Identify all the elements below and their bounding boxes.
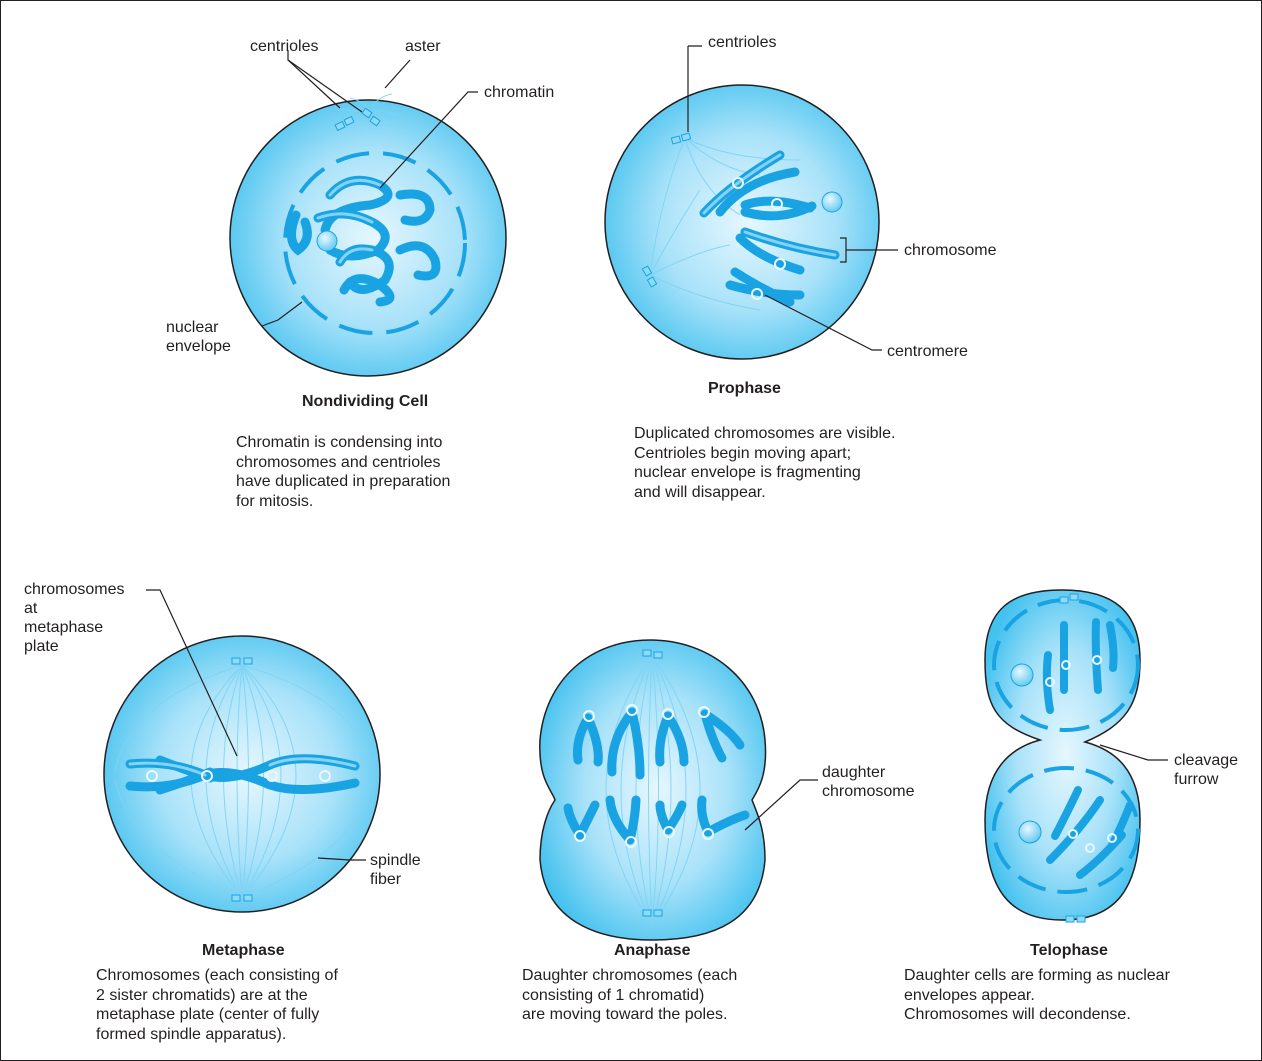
label-aster: aster [405,37,441,56]
label-chromosome: chromosome [904,241,996,260]
desc-anaphase: Daughter chromosomes (each consisting of… [522,966,737,1025]
leader-aster [385,60,410,88]
prophase-cell [605,85,879,359]
title-prophase: Prophase [708,380,781,398]
label-chromosomes-metaphase-plate: chromosomes at metaphase plate [24,580,124,656]
label-centromere: centromere [887,342,968,361]
anaphase-cell [540,640,766,940]
label-chromatin: chromatin [484,83,554,102]
label-centrioles-nondividing: centrioles [250,37,318,56]
telophase-cell [985,590,1140,922]
label-cleavage-furrow: cleavage furrow [1174,751,1238,789]
desc-metaphase: Chromosomes (each consisting of 2 sister… [96,966,338,1044]
metaphase-cell [104,636,380,912]
label-spindle-fiber: spindle fiber [370,851,421,889]
desc-prophase: Duplicated chromosomes are visible. Cent… [634,424,895,502]
label-centrioles-prophase: centrioles [708,33,776,52]
label-nuclear-envelope: nuclear envelope [166,318,231,356]
title-telophase: Telophase [1030,942,1108,960]
desc-telophase: Daughter cells are forming as nuclear en… [904,966,1170,1025]
title-anaphase: Anaphase [614,942,690,960]
desc-nondividing-cell: Chromatin is condensing into chromosomes… [236,433,450,511]
label-daughter-chromosome: daughter chromosome [822,763,914,801]
title-metaphase: Metaphase [202,942,285,960]
nondividing-cell [230,94,506,376]
title-nondividing-cell: Nondividing Cell [302,393,428,411]
